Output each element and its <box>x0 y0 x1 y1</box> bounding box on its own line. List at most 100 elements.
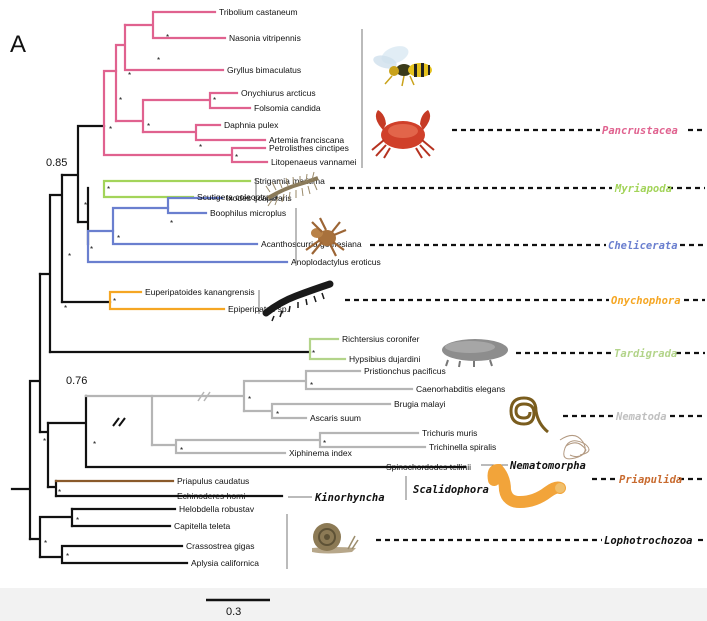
svg-text:*: * <box>44 539 47 548</box>
svg-text:*: * <box>43 437 46 446</box>
svg-text:*: * <box>119 96 122 105</box>
taxon-label: Brugia malayi <box>394 399 446 409</box>
branches <box>10 10 467 565</box>
taxon-label: Xiphinema index <box>289 448 353 458</box>
taxon-label: Trichuris muris <box>422 428 477 438</box>
svg-text:*: * <box>213 96 216 105</box>
taxon-label: Artemia franciscana <box>269 135 344 145</box>
svg-text:*: * <box>310 381 313 390</box>
nematoda-branches <box>84 369 427 455</box>
svg-text:*: * <box>170 219 173 228</box>
clade-scalidophora: Scalidophora <box>413 484 489 496</box>
onychophora-branches <box>108 290 226 311</box>
backbone-branches <box>10 124 467 565</box>
taxon-label: Tribolium castaneum <box>219 7 298 17</box>
taxon-label: Spinochordodes tellinii <box>386 462 471 472</box>
svg-text:*: * <box>312 349 315 358</box>
svg-text:*: * <box>113 297 116 306</box>
scale-bar-label: 0.3 <box>226 606 241 618</box>
clade-myriapoda: Myriapoda <box>614 183 672 195</box>
svg-text:*: * <box>166 33 169 42</box>
taxon-label: Echinoderes horni <box>177 491 246 501</box>
svg-text:*: * <box>248 395 251 404</box>
taxon-label: Acanthoscurria gomesiana <box>261 239 362 249</box>
taxon-label: Aplysia californica <box>191 558 259 568</box>
clade-chelicerata: Chelicerata <box>608 240 678 252</box>
clade-kinorhyncha: Kinorhyncha <box>314 492 385 504</box>
svg-text:*: * <box>107 185 110 194</box>
tarantula-illustration <box>305 217 347 257</box>
chelicerata-branches <box>86 196 289 264</box>
svg-text:*: * <box>276 410 279 419</box>
taxon-label: Trichinella spiralis <box>429 442 496 452</box>
horsehair-worm-illustration <box>559 435 590 460</box>
svg-text:*: * <box>109 125 112 134</box>
clade-nematomorpha: Nematomorpha <box>509 460 586 472</box>
taxon-label: Richtersius coronifer <box>342 334 420 344</box>
taxon-label: Ascaris suum <box>310 413 361 423</box>
taxon-label: Boophilus microplus <box>210 208 286 218</box>
nematoda-break-marks <box>197 391 211 402</box>
taxon-label: Epiperipatus sp. <box>228 304 289 314</box>
bottom-band <box>0 588 707 621</box>
support-asterisks: *** *** *** *** *** *** *** *** *** ** <box>43 33 326 561</box>
svg-text:*: * <box>128 71 131 80</box>
svg-text:*: * <box>68 252 71 261</box>
taxon-label: Folsomia candida <box>254 103 321 113</box>
tardigrada-branches <box>308 337 347 361</box>
taxon-label: Ixodes scapularis <box>226 193 292 203</box>
svg-text:*: * <box>157 56 160 65</box>
taxon-label: Strigamia maritima <box>254 176 325 186</box>
taxon-label: Onychiurus arcticus <box>241 88 316 98</box>
svg-text:*: * <box>64 304 67 313</box>
velvet-worm-illustration <box>262 280 334 322</box>
pancrustacea-branches <box>102 10 269 164</box>
taxon-label: Crassostrea gigas <box>186 541 255 551</box>
panel-label: A <box>10 31 26 58</box>
taxon-label: Capitella teleta <box>174 521 231 531</box>
support-value-085: 0.85 <box>46 157 67 169</box>
clade-onychophora: Onychophora <box>611 295 681 307</box>
taxon-label: Helobdella robustav <box>179 504 255 514</box>
snail-illustration <box>312 523 359 554</box>
clade-priapulida: Priapulida <box>619 474 682 486</box>
taxon-label: Petrolisthes cinctipes <box>269 143 349 153</box>
clade-lophotrochozoa: Lophotrochozoa <box>604 535 693 547</box>
tardigrade-illustration <box>442 339 508 368</box>
taxon-label: Gryllus bimaculatus <box>227 65 301 75</box>
taxon-label: Scutigera coleoptrata <box>197 192 278 202</box>
priapulid-worm-illustration <box>487 463 566 509</box>
crab-illustration <box>371 110 435 159</box>
branch-break-marks <box>112 417 126 427</box>
svg-text:*: * <box>76 516 79 525</box>
svg-text:*: * <box>90 245 93 254</box>
taxon-label: Hypsibius dujardini <box>349 354 420 364</box>
svg-text:*: * <box>323 439 326 448</box>
svg-text:*: * <box>147 122 150 131</box>
nematode-worm-illustration <box>509 396 549 434</box>
taxon-label: Daphnia pulex <box>224 120 279 130</box>
taxon-label: Priapulus caudatus <box>177 476 249 486</box>
taxon-label: Pristionchus pacificus <box>364 366 446 376</box>
svg-text:*: * <box>117 234 120 243</box>
svg-text:*: * <box>199 143 202 152</box>
centipede-illustration <box>265 171 319 207</box>
clade-nematoda: Nematoda <box>615 411 667 423</box>
svg-text:*: * <box>93 440 96 449</box>
taxon-label: Nasonia vitripennis <box>229 33 301 43</box>
svg-text:*: * <box>66 552 69 561</box>
svg-text:*: * <box>58 488 61 497</box>
svg-text:*: * <box>180 446 183 455</box>
taxon-label: Euperipatoides kanangrensis <box>145 287 255 297</box>
support-value-076: 0.76 <box>66 375 87 387</box>
taxon-labels: Tribolium castaneum Nasonia vitripennis … <box>145 7 505 568</box>
taxon-label: Anoplodactylus eroticus <box>291 257 381 267</box>
wasp-illustration <box>373 46 432 87</box>
svg-text:*: * <box>84 201 87 210</box>
clade-pancrustacea: Pancrustacea <box>602 125 678 137</box>
dashed-leaders <box>330 128 705 542</box>
taxon-label: Litopenaeus vannamei <box>271 157 357 167</box>
clade-tardigrada: Tardigrada <box>614 348 677 360</box>
taxon-label: Caenorhabditis elegans <box>416 384 505 394</box>
